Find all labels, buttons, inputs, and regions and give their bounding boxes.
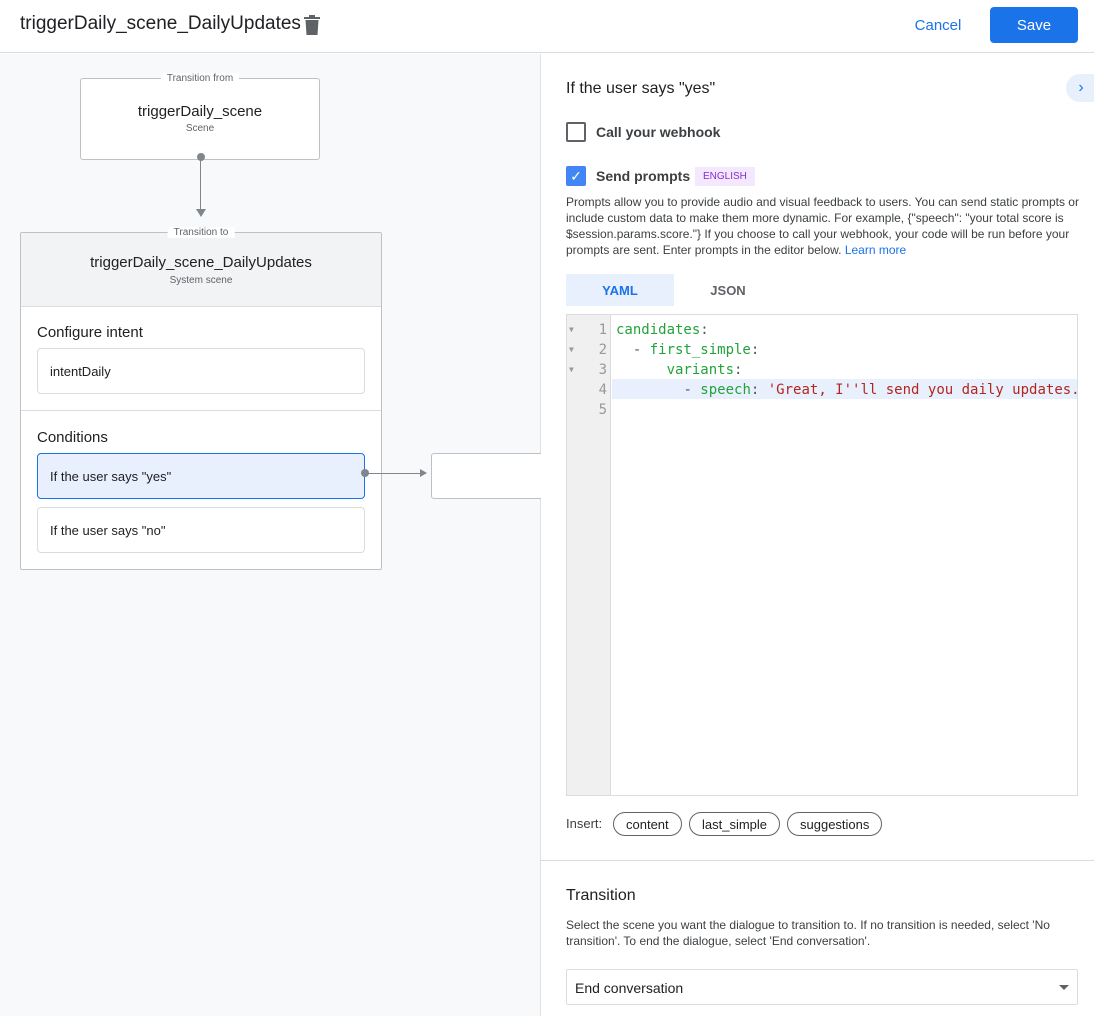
conditions-label: Conditions bbox=[37, 429, 108, 446]
prompts-label: Send prompts bbox=[596, 168, 691, 184]
line-gutter bbox=[567, 315, 611, 795]
chevron-right-icon[interactable]: › bbox=[1066, 74, 1094, 102]
tab-yaml[interactable]: YAML bbox=[566, 274, 674, 306]
to-scene-type: System scene bbox=[169, 275, 233, 286]
transition-to-legend: Transition to bbox=[167, 227, 235, 238]
transition-to-node: Transition to triggerDaily_scene_DailyUp… bbox=[20, 227, 382, 570]
prompts-description: Prompts allow you to provide audio and v… bbox=[566, 194, 1081, 258]
transition-select-value: End conversation bbox=[575, 980, 684, 996]
configure-intent-label: Configure intent bbox=[37, 324, 143, 341]
target-scene-node[interactable] bbox=[431, 453, 546, 499]
connector-line bbox=[368, 473, 422, 474]
code-indent bbox=[616, 362, 667, 378]
trash-icon[interactable] bbox=[304, 15, 320, 35]
code-key: first_simple bbox=[649, 342, 751, 358]
line-number: 4 bbox=[598, 382, 607, 398]
line-number: 5 bbox=[598, 402, 607, 418]
fold-arrow-icon[interactable]: ▼ bbox=[569, 365, 574, 374]
connector-line bbox=[200, 160, 201, 210]
tab-json[interactable]: JSON bbox=[710, 282, 746, 298]
code-value: 'Great, I''ll send you daily updates. bbox=[759, 382, 1080, 398]
connector-dot bbox=[361, 469, 369, 477]
panel-heading: If the user says "yes" bbox=[566, 80, 716, 97]
insert-chip-last-simple[interactable]: last_simple bbox=[689, 812, 781, 836]
transition-heading: Transition bbox=[566, 887, 636, 904]
code-text: - first_simple: bbox=[616, 340, 759, 360]
connector-dot bbox=[197, 153, 205, 161]
code-line: ▼ 2 - first_simple: bbox=[567, 340, 1079, 360]
code-key: variants bbox=[666, 362, 735, 378]
code-line: ▼ 1 candidates: bbox=[567, 320, 1079, 340]
language-badge: ENGLISH bbox=[695, 167, 755, 186]
code-line: 4 - speech: 'Great, I''ll send you daily… bbox=[567, 380, 1080, 400]
page-title: triggerDaily_scene_DailyUpdates bbox=[20, 13, 301, 34]
code-text: - speech: 'Great, I''ll send you daily u… bbox=[616, 380, 1080, 400]
code-dash: - bbox=[632, 342, 650, 358]
prompts-description-text: Prompts allow you to provide audio and v… bbox=[566, 195, 1079, 257]
webhook-checkbox[interactable] bbox=[566, 122, 586, 142]
condition-yes[interactable]: If the user says "yes" bbox=[37, 453, 365, 499]
code-indent bbox=[616, 342, 633, 358]
fold-arrow-icon[interactable]: ▼ bbox=[569, 325, 574, 334]
code-key: candidates bbox=[616, 322, 701, 338]
cancel-button[interactable]: Cancel bbox=[914, 16, 962, 34]
arrow-down-icon bbox=[196, 209, 206, 217]
code-indent bbox=[616, 382, 683, 398]
to-scene-title: triggerDaily_scene_DailyUpdates bbox=[90, 254, 312, 271]
transition-from-legend: Transition from bbox=[160, 73, 240, 84]
code-text: candidates: bbox=[616, 322, 709, 338]
intent-field[interactable]: intentDaily bbox=[37, 348, 365, 394]
scene-canvas: Transition from triggerDaily_scene Scene… bbox=[0, 54, 546, 1016]
code-text: variants: bbox=[616, 360, 743, 380]
divider bbox=[541, 860, 1094, 861]
transition-from-node[interactable]: Transition from triggerDaily_scene Scene bbox=[80, 73, 320, 160]
line-number: 1 bbox=[598, 322, 607, 338]
from-scene-title: triggerDaily_scene bbox=[137, 103, 263, 120]
learn-more-link[interactable]: Learn more bbox=[844, 243, 907, 257]
arrow-right-icon bbox=[420, 469, 427, 477]
header: triggerDaily_scene_DailyUpdates Cancel S… bbox=[0, 0, 1094, 53]
code-editor[interactable]: ▼ 1 candidates: ▼ 2 - first_simple: ▼ 3 varian… bbox=[566, 314, 1080, 796]
insert-chip-content[interactable]: content bbox=[613, 812, 682, 836]
transition-select[interactable]: End conversation bbox=[566, 969, 1078, 1005]
code-key: speech bbox=[700, 382, 751, 398]
to-scene-header[interactable]: Transition to triggerDaily_scene_DailyUp… bbox=[21, 227, 381, 307]
divider bbox=[21, 410, 381, 411]
save-button[interactable]: Save bbox=[990, 7, 1078, 43]
dropdown-arrow-icon bbox=[1059, 985, 1069, 990]
line-number: 2 bbox=[598, 342, 607, 358]
active-line-highlight bbox=[612, 379, 1077, 399]
code-line: 5 bbox=[567, 400, 1079, 420]
line-number: 3 bbox=[598, 362, 607, 378]
transition-description: Select the scene you want the dialogue t… bbox=[566, 918, 1050, 948]
insert-label: Insert: bbox=[566, 816, 603, 831]
condition-panel: › If the user says "yes" Call your webho… bbox=[541, 54, 1094, 1016]
code-dash: - bbox=[683, 382, 701, 398]
insert-chip-suggestions[interactable]: suggestions bbox=[787, 812, 883, 836]
code-line: ▼ 3 variants: bbox=[567, 360, 1079, 380]
condition-no[interactable]: If the user says "no" bbox=[37, 507, 365, 553]
fold-arrow-icon[interactable]: ▼ bbox=[569, 345, 574, 354]
prompts-checkbox[interactable]: ✓ bbox=[566, 166, 586, 186]
from-scene-type: Scene bbox=[185, 123, 215, 134]
webhook-label: Call your webhook bbox=[596, 124, 721, 140]
